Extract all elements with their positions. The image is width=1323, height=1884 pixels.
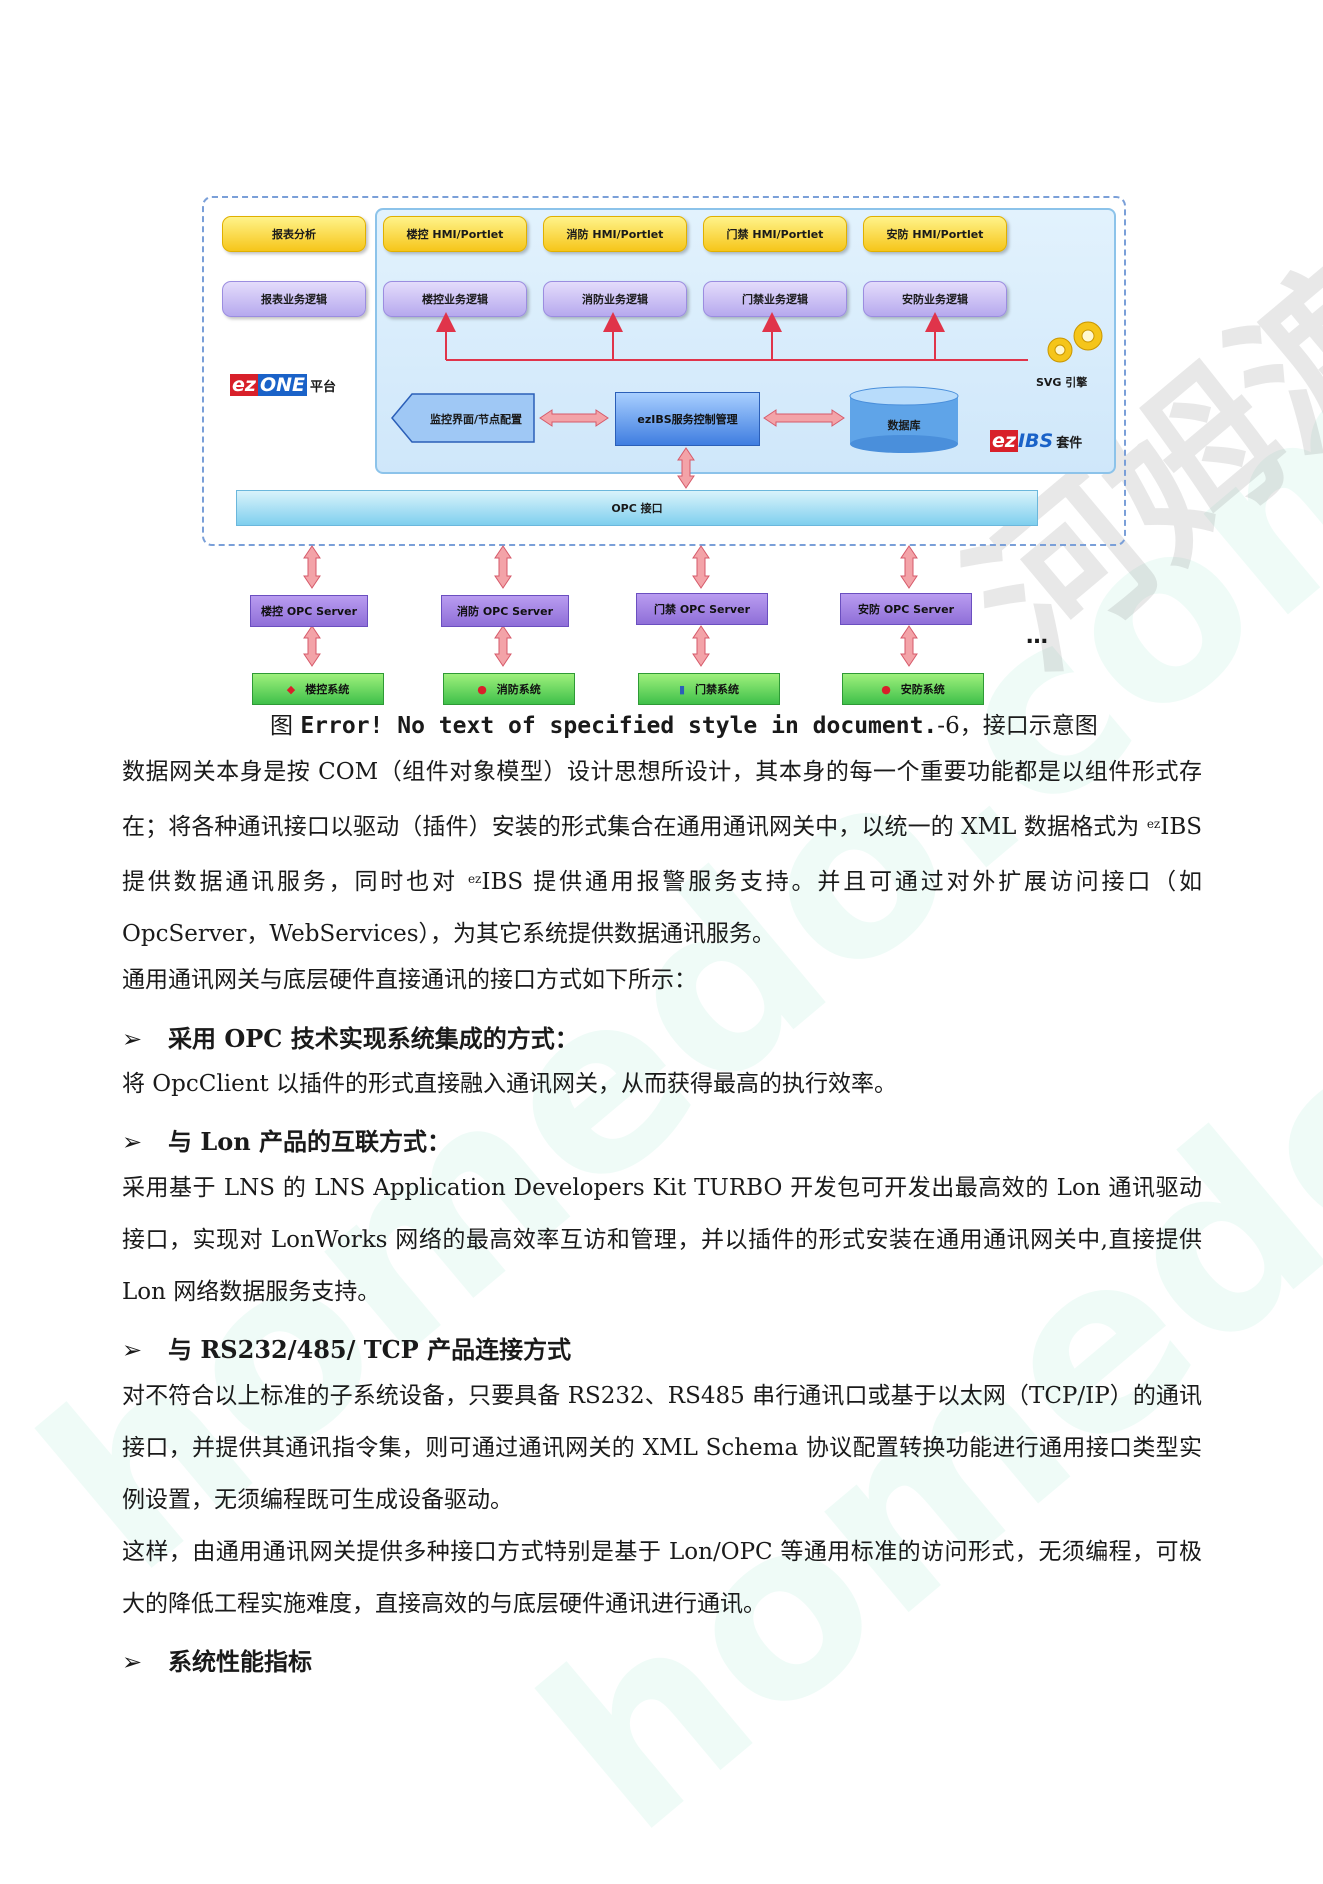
portlet-security: 安防 HMI/Portlet: [863, 216, 1007, 252]
system-security: ●安防系统: [842, 673, 984, 705]
platform-label: 平台: [310, 379, 337, 395]
monitor-config-shape: [391, 393, 535, 443]
opc-server-security: 安防 OPC Server: [840, 593, 972, 625]
opc-server-access: 门禁 OPC Server: [636, 593, 768, 625]
bullet-arrow-icon: ➢: [122, 1025, 143, 1053]
system-fire: ●消防系统: [443, 673, 575, 705]
paragraph-summary: 这样，由通用通讯网关提供多种接口方式特别是基于 Lon/OPC 等通用标准的访问…: [122, 1539, 1202, 1617]
bullet-lon: ➢与 Lon 产品的互联方式：: [122, 1127, 452, 1156]
logic-security: 安防业务逻辑: [863, 281, 1007, 317]
portlet-access: 门禁 HMI/Portlet: [703, 216, 847, 252]
bullet-arrow-icon: ➢: [122, 1128, 143, 1156]
alarm-light-icon: ●: [881, 682, 891, 696]
paragraph-gateway-design: 数据网关本身是按 COM（组件对象模型）设计思想所设计，其本身的每一个重要功能都…: [122, 759, 1203, 947]
system-building: ◆楼控系统: [252, 673, 384, 705]
logic-access: 门禁业务逻辑: [703, 281, 847, 317]
bullet-opc: ➢采用 OPC 技术实现系统集成的方式：: [122, 1024, 579, 1053]
paragraph-lon: 采用基于 LNS 的 LNS Application Developers Ki…: [122, 1175, 1202, 1305]
svg-engine-bus: [436, 312, 1028, 361]
paragraph-rs232: 对不符合以上标准的子系统设备，只要具备 RS232、RS485 串行通讯口或基于…: [122, 1383, 1202, 1513]
monitor-label: 监控界面/节点配置: [429, 413, 523, 426]
caption-suffix: -6，接口示意图: [937, 713, 1098, 739]
more-ellipsis: …: [1026, 624, 1048, 649]
report-analysis-box: 报表分析: [222, 216, 366, 252]
portlet-fire: 消防 HMI/Portlet: [543, 216, 687, 252]
paragraph-interface-intro: 通用通讯网关与底层硬件直接通讯的接口方式如下所示：: [122, 967, 697, 993]
system-access: ▮门禁系统: [638, 673, 780, 705]
opc-interface-bar: OPC 接口: [236, 490, 1038, 526]
building-system-icon: ◆: [286, 682, 296, 696]
bullet-arrow-icon: ➢: [122, 1648, 143, 1676]
caption-prefix: 图: [270, 713, 293, 739]
paragraph-opc: 将 OpcClient 以插件的形式直接融入通讯网关，从而获得最高的执行效率。: [122, 1071, 898, 1097]
database-label: 数据库: [887, 419, 921, 432]
access-card-icon: ▮: [678, 682, 686, 696]
gears-icon: [1047, 321, 1103, 363]
database-icon: [849, 386, 959, 453]
figure-caption: 图 Error! No text of specified style in d…: [270, 706, 1098, 740]
portlet-building: 楼控 HMI/Portlet: [383, 216, 527, 252]
suite-label: 套件: [1056, 435, 1083, 451]
ezone-platform-frame: [202, 196, 1126, 546]
diagram-connectors: [303, 312, 1103, 667]
double-arrows: [303, 409, 918, 667]
logic-building: 楼控业务逻辑: [383, 281, 527, 317]
bullet-arrow-icon: ➢: [122, 1336, 143, 1364]
svg-engine-label: SVG 引擎: [1036, 376, 1088, 389]
fire-extinguisher-icon: ●: [477, 682, 487, 696]
caption-error-text: Error! No text of specified style in doc…: [300, 713, 938, 739]
service-control-box: ezIBS服务控制管理: [615, 392, 760, 446]
bullet-performance: ➢系统性能指标: [122, 1647, 312, 1676]
opc-server-fire: 消防 OPC Server: [441, 595, 569, 627]
bullet-rs232: ➢与 RS232/485/ TCP 产品连接方式: [122, 1335, 572, 1364]
logic-fire: 消防业务逻辑: [543, 281, 687, 317]
report-logic-box: 报表业务逻辑: [222, 281, 366, 317]
opc-server-building: 楼控 OPC Server: [250, 595, 368, 627]
